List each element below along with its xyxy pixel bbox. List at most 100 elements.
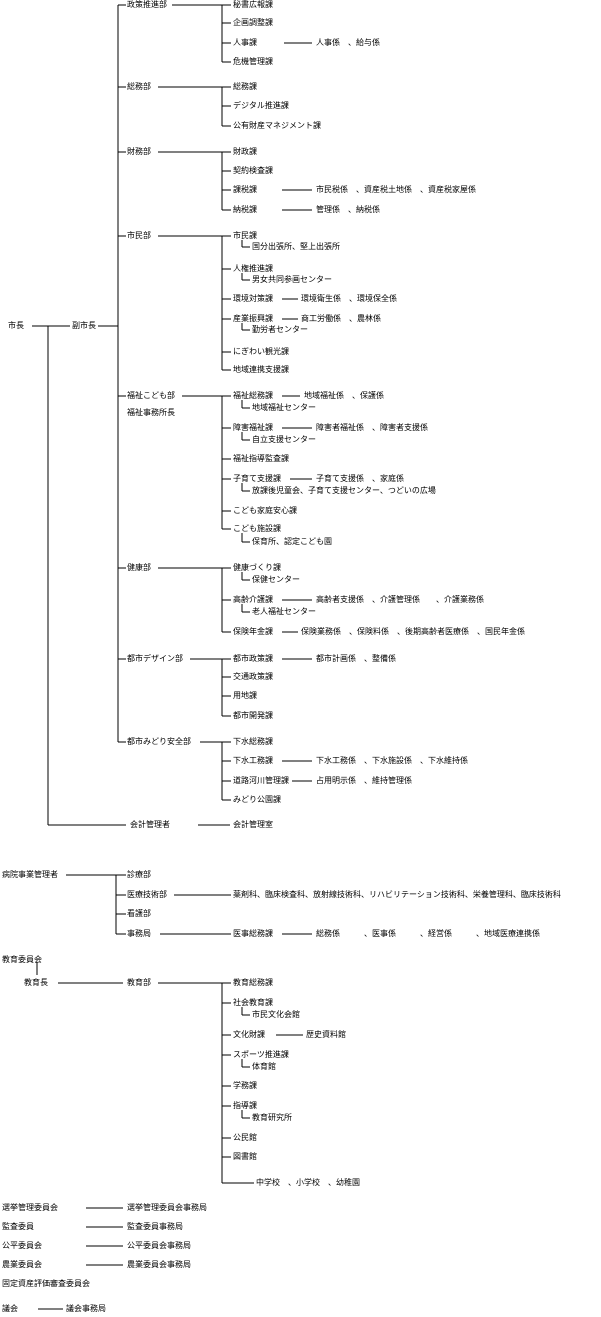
section-name: にぎわい観光課 [233, 347, 289, 356]
facility-list: 体育館 [252, 1062, 276, 1071]
department-name: 政策推進部 [127, 0, 167, 9]
facility-list: 保育所、認定こども園 [252, 537, 332, 546]
department-name: 総務部 [127, 82, 151, 91]
committee-office: 公平委員会事務局 [127, 1241, 191, 1250]
committee-office: 監査委員事務局 [127, 1222, 183, 1231]
section-name: 保険年金課 [233, 627, 273, 636]
committee-name: 選挙管理委員会 [2, 1203, 58, 1212]
section-name: 指導課 [233, 1101, 257, 1110]
department-name: 都市デザイン部 [127, 654, 183, 663]
section-name: 納税課 [233, 205, 257, 214]
section-name: 産業振興課 [233, 314, 273, 323]
section-name: 教育総務課 [233, 978, 273, 987]
facility-list: 勤労者センター [252, 325, 308, 334]
education-dept: 教育部 [127, 978, 151, 987]
facility-list: 市民文化会館 [252, 1010, 300, 1019]
section-name: 子育て支援課 [233, 474, 281, 483]
unit-list: 人事係 、給与係 [316, 38, 380, 47]
unit-list: 地域福祉係 、保護係 [304, 391, 384, 400]
section-name: 都市開発課 [233, 711, 273, 720]
section-name: デジタル推進課 [233, 101, 289, 110]
facility-list: 国分出張所、堅上出張所 [252, 242, 340, 251]
section-name: 健康づくり課 [233, 563, 281, 572]
section-name: 図書館 [233, 1152, 257, 1161]
section-name: 用地課 [233, 691, 257, 700]
facility-list: 老人福祉センター [252, 607, 316, 616]
facility-list: 男女共同参画センター [252, 275, 332, 284]
section-name: 秘書広報課 [233, 0, 273, 9]
section-name: 医事総務課 [233, 929, 273, 938]
facility-list: 地域福祉センター [252, 403, 316, 412]
hospital-manager: 病院事業管理者 [2, 870, 58, 879]
committee-name: 公平委員会 [2, 1241, 42, 1250]
section-name: 福祉総務課 [233, 391, 273, 400]
committee-name: 固定資産評価審査委員会 [2, 1279, 90, 1288]
section-name: 福祉指導監査課 [233, 454, 289, 463]
section-name: こども家庭安心課 [233, 506, 297, 515]
section-name: 社会教育課 [233, 998, 273, 1007]
committee-office: 農業委員会事務局 [127, 1260, 191, 1269]
section-name: 課税課 [233, 185, 257, 194]
unit-list: 歴史資料館 [306, 1030, 346, 1039]
unit-list: 障害者福祉係 、障害者支援係 [316, 423, 428, 432]
section-name: 文化財課 [233, 1030, 265, 1039]
unit-list: 子育て支援係 、家庭係 [316, 474, 404, 483]
section-name: みどり公園課 [233, 795, 281, 804]
section-name: こども施設課 [233, 524, 281, 533]
unit-list: 管理係 、納税係 [316, 205, 380, 214]
section-name: 市民課 [233, 231, 257, 240]
section-name: 学務課 [233, 1081, 257, 1090]
section-name: 地域連携支援課 [233, 365, 289, 374]
unit-list: 総務係 、医事係 、経営係 、地域医療連携係 [316, 929, 540, 938]
section-name: 都市政策課 [233, 654, 273, 663]
unit-list: 環境衛生係 、環境保全係 [301, 294, 397, 303]
unit-list: 薬剤科、臨床検査科、放射線技術科、リハビリテーション技術科、栄養管理科、臨床技術… [233, 890, 561, 899]
committee-office: 選挙管理委員会事務局 [127, 1203, 207, 1212]
section-name: 人権推進課 [233, 264, 273, 273]
mayor-box: 市長 [8, 321, 24, 330]
council-name: 議会 [2, 1304, 18, 1313]
section-name: 契約検査課 [233, 166, 273, 175]
department-name: 財務部 [127, 147, 151, 156]
department-name: 福祉こども部 [127, 391, 175, 400]
section-name: 環境対策課 [233, 294, 273, 303]
hospital-dept: 看護部 [127, 909, 151, 918]
section-name: 財政課 [233, 147, 257, 156]
section-name: 公民館 [233, 1133, 257, 1142]
hospital-dept: 事務局 [127, 929, 151, 938]
department-name: 都市みどり安全部 [127, 737, 191, 746]
education-board: 教育委員会 [2, 955, 42, 964]
section-name: 企画調整課 [233, 18, 273, 27]
facility-list: 放課後児童会、子育て支援センター、つどいの広場 [252, 486, 436, 495]
section-name: 下水総務課 [233, 737, 273, 746]
section-name: 障害福祉課 [233, 423, 273, 432]
section-name: 危機管理課 [233, 57, 273, 66]
facility-list: 教育研究所 [252, 1113, 292, 1122]
section-name: 道路河川管理課 [233, 776, 289, 785]
section-name: 交通政策課 [233, 672, 273, 681]
section-name: 下水工務課 [233, 756, 273, 765]
department-name-2: 福祉事務所長 [127, 408, 175, 417]
department-name: 市民部 [127, 231, 151, 240]
unit-list: 都市計画係 、整備係 [316, 654, 396, 663]
unit-list: 保険業務係 、保険料係 、後期高齢者医療係 、国民年金係 [301, 627, 525, 636]
hospital-dept: 診療部 [127, 870, 151, 879]
section-name: スポーツ推進課 [233, 1050, 289, 1059]
unit-list: 商工労働係 、農林係 [301, 314, 381, 323]
section-name: 人事課 [233, 38, 257, 47]
hospital-dept: 医療技術部 [127, 890, 167, 899]
unit-list: 高齢者支援係 、介護管理係 、介護業務係 [316, 595, 484, 604]
school-list: 中学校 、小学校 、幼稚園 [256, 1178, 360, 1187]
council-office: 議会事務局 [66, 1304, 106, 1313]
department-name: 健康部 [127, 563, 151, 572]
accounting-manager: 会計管理者 [130, 820, 170, 829]
facility-list: 自立支援センター [252, 435, 316, 444]
unit-list: 下水工務係 、下水施設係 、下水維持係 [316, 756, 468, 765]
section-name: 高齢介護課 [233, 595, 273, 604]
facility-list: 保健センター [252, 575, 300, 584]
vice-mayor-box: 副市長 [72, 321, 96, 330]
unit-list: 占用明示係 、維持管理係 [316, 776, 412, 785]
unit-list: 市民税係 、資産税土地係 、資産税家屋係 [316, 185, 476, 194]
committee-name: 農業委員会 [2, 1260, 42, 1269]
